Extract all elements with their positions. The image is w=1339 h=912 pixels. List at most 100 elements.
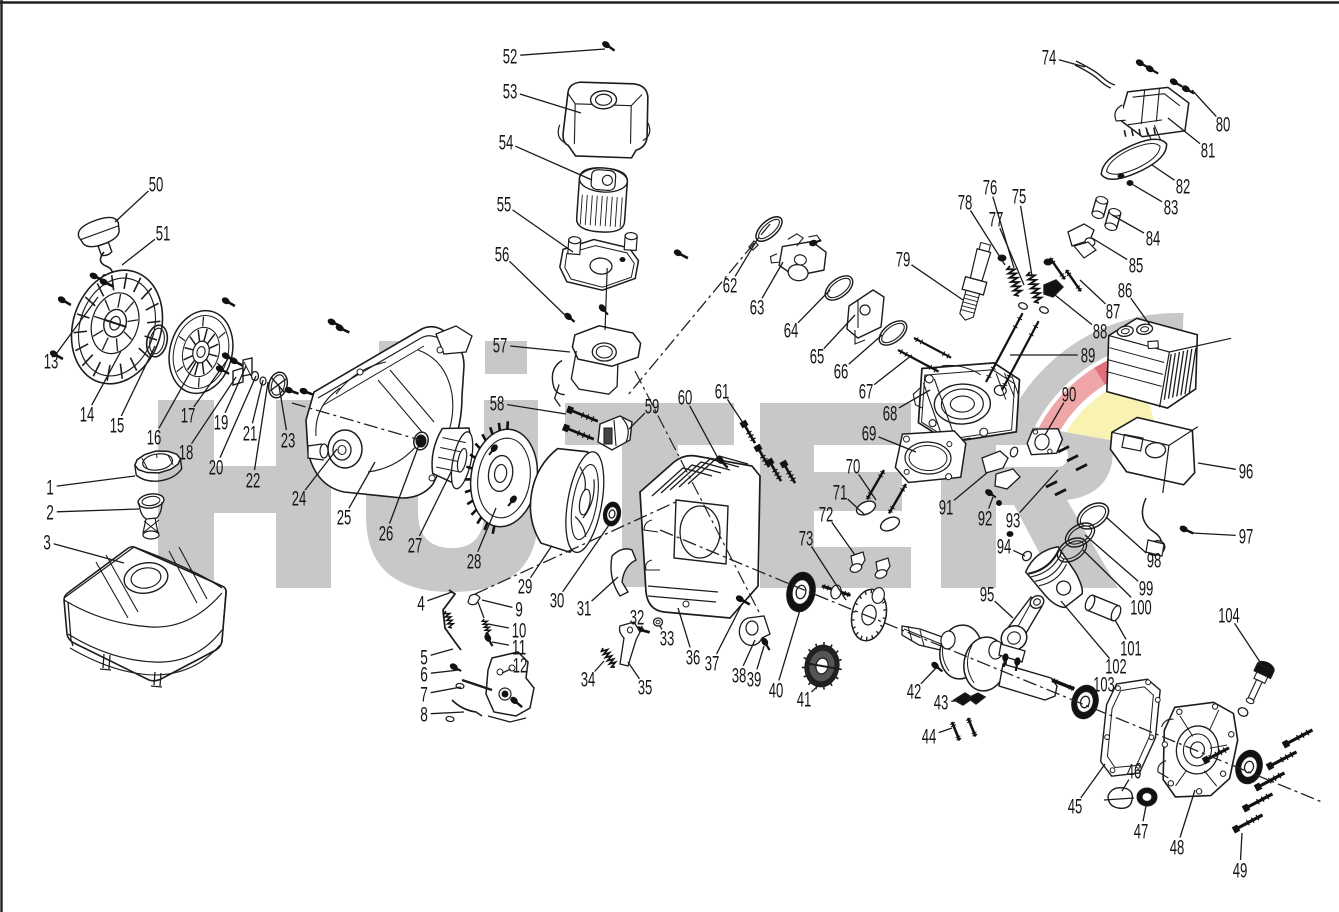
svg-text:3: 3	[43, 531, 51, 554]
svg-text:31: 31	[577, 597, 592, 620]
svg-text:20: 20	[209, 456, 224, 479]
svg-text:71: 71	[833, 481, 848, 504]
svg-text:80: 80	[1216, 113, 1231, 136]
svg-text:48: 48	[1170, 836, 1185, 859]
svg-text:21: 21	[243, 422, 258, 445]
svg-text:81: 81	[1201, 139, 1216, 162]
svg-text:4: 4	[417, 592, 425, 615]
svg-text:22: 22	[246, 469, 261, 492]
svg-text:74: 74	[1042, 46, 1057, 69]
svg-text:63: 63	[750, 296, 765, 319]
svg-text:66: 66	[834, 360, 849, 383]
svg-text:44: 44	[922, 725, 937, 748]
svg-text:98: 98	[1147, 549, 1162, 572]
svg-text:50: 50	[149, 173, 164, 196]
svg-text:58: 58	[490, 392, 505, 415]
svg-text:101: 101	[1120, 637, 1141, 660]
svg-text:11: 11	[512, 636, 527, 659]
svg-text:86: 86	[1118, 279, 1133, 302]
svg-text:13: 13	[44, 350, 59, 373]
svg-text:104: 104	[1218, 604, 1240, 627]
svg-text:23: 23	[281, 429, 296, 452]
svg-text:41: 41	[797, 688, 812, 711]
svg-text:34: 34	[581, 668, 596, 691]
svg-text:91: 91	[939, 496, 954, 519]
svg-text:9: 9	[515, 598, 523, 621]
svg-text:102: 102	[1105, 655, 1126, 678]
svg-text:78: 78	[958, 191, 973, 214]
svg-text:93: 93	[1006, 509, 1021, 532]
svg-text:61: 61	[715, 380, 730, 403]
svg-text:14: 14	[80, 403, 95, 426]
svg-text:6: 6	[420, 663, 428, 686]
svg-text:84: 84	[1146, 227, 1161, 250]
svg-text:47: 47	[1134, 820, 1149, 843]
svg-text:96: 96	[1239, 460, 1254, 483]
svg-text:82: 82	[1176, 175, 1191, 198]
svg-text:85: 85	[1129, 254, 1144, 277]
svg-text:92: 92	[978, 507, 993, 530]
svg-text:46: 46	[1127, 760, 1142, 783]
svg-text:70: 70	[846, 455, 861, 478]
svg-text:52: 52	[503, 45, 518, 68]
svg-text:5: 5	[420, 646, 428, 669]
svg-text:64: 64	[784, 319, 799, 342]
svg-text:18: 18	[179, 441, 194, 464]
svg-text:54: 54	[499, 131, 514, 154]
svg-text:16: 16	[147, 426, 162, 449]
svg-text:100: 100	[1130, 596, 1151, 619]
svg-text:15: 15	[110, 414, 125, 437]
svg-text:30: 30	[550, 589, 565, 612]
svg-text:28: 28	[467, 550, 482, 573]
svg-text:90: 90	[1062, 383, 1077, 406]
svg-text:12: 12	[513, 654, 528, 677]
svg-text:87: 87	[1106, 300, 1121, 323]
svg-text:53: 53	[503, 80, 518, 103]
svg-text:67: 67	[859, 380, 874, 403]
svg-text:35: 35	[638, 676, 653, 699]
svg-text:62: 62	[723, 274, 738, 297]
svg-text:95: 95	[980, 583, 995, 606]
svg-text:89: 89	[1081, 344, 1096, 367]
svg-text:69: 69	[862, 422, 877, 445]
svg-text:97: 97	[1239, 525, 1254, 548]
svg-text:60: 60	[678, 386, 693, 409]
svg-text:55: 55	[497, 193, 512, 216]
svg-text:56: 56	[495, 243, 510, 266]
svg-text:1: 1	[46, 476, 54, 499]
svg-text:72: 72	[819, 503, 834, 526]
svg-text:26: 26	[379, 522, 394, 545]
svg-text:45: 45	[1068, 795, 1083, 818]
svg-text:94: 94	[997, 535, 1012, 558]
svg-text:10: 10	[512, 619, 527, 642]
svg-text:32: 32	[630, 606, 645, 629]
svg-text:57: 57	[493, 334, 508, 357]
svg-text:77: 77	[989, 208, 1004, 231]
svg-text:27: 27	[408, 534, 423, 557]
svg-text:51: 51	[156, 222, 171, 245]
svg-text:103: 103	[1093, 673, 1114, 696]
svg-text:7: 7	[420, 683, 428, 706]
svg-text:73: 73	[799, 527, 814, 550]
svg-text:8: 8	[420, 703, 428, 726]
svg-text:75: 75	[1012, 185, 1027, 208]
svg-text:37: 37	[705, 652, 720, 675]
svg-text:33: 33	[660, 627, 675, 650]
svg-text:29: 29	[518, 575, 533, 598]
svg-text:59: 59	[645, 395, 660, 418]
svg-text:36: 36	[686, 646, 701, 669]
svg-text:40: 40	[769, 679, 784, 702]
svg-text:43: 43	[934, 691, 949, 714]
svg-text:25: 25	[337, 506, 352, 529]
svg-text:88: 88	[1093, 320, 1108, 343]
svg-text:79: 79	[896, 248, 911, 271]
svg-text:2: 2	[46, 501, 54, 524]
svg-text:39: 39	[747, 668, 762, 691]
svg-text:99: 99	[1139, 577, 1154, 600]
svg-text:65: 65	[810, 345, 825, 368]
svg-text:19: 19	[214, 411, 229, 434]
svg-text:49: 49	[1233, 859, 1248, 882]
svg-text:38: 38	[732, 664, 747, 687]
svg-text:42: 42	[907, 680, 922, 703]
svg-text:24: 24	[292, 487, 307, 510]
